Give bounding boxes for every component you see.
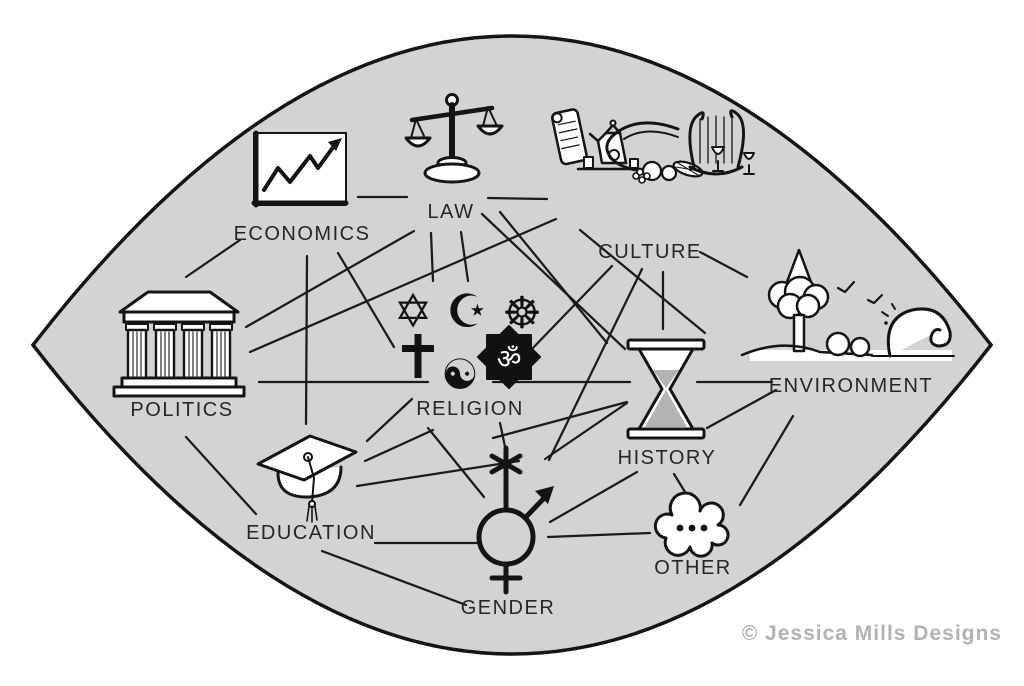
temple-columns bbox=[125, 323, 233, 380]
bird-icon bbox=[866, 293, 884, 305]
religious-symbols-icon: ✡ ☪ ☸ ☯ ॐ bbox=[394, 284, 542, 399]
connection-culture-gender bbox=[547, 267, 644, 462]
transgender-symbol-icon bbox=[476, 445, 554, 595]
connection-other-environment bbox=[738, 414, 795, 507]
om-star-icon: ॐ bbox=[477, 325, 541, 389]
bush bbox=[849, 336, 871, 358]
crescent-and-star-icon: ☪ bbox=[446, 284, 487, 338]
node-label-history: HISTORY bbox=[618, 447, 717, 469]
star-of-david-icon: ✡ bbox=[394, 284, 433, 338]
tree-wave-birds-icon bbox=[740, 248, 955, 361]
node-label-culture: CULTURE bbox=[598, 241, 701, 263]
node-label-other: OTHER bbox=[654, 557, 732, 579]
connection-politics-education bbox=[184, 435, 258, 516]
line-chart-icon bbox=[251, 130, 349, 208]
connection-law-history bbox=[498, 210, 609, 345]
connection-education-gender bbox=[355, 459, 521, 488]
connection-gender-environment bbox=[705, 388, 778, 430]
scroll bbox=[550, 108, 588, 166]
connection-politics-culture bbox=[248, 217, 558, 354]
copyright-watermark: © Jessica Mills Designs bbox=[742, 622, 1002, 645]
lyre bbox=[688, 109, 745, 176]
hourglass-icon bbox=[626, 338, 706, 440]
connection-culture-education bbox=[528, 264, 614, 353]
connection-culture-environment bbox=[698, 250, 749, 279]
connection-economics-politics bbox=[184, 238, 242, 279]
sand-top bbox=[653, 370, 679, 388]
connection-economics-education bbox=[304, 254, 309, 426]
connection-law-culture bbox=[486, 196, 549, 201]
connection-law-history bbox=[480, 212, 627, 351]
christian-cross-icon bbox=[402, 334, 434, 378]
node-label-economics: ECONOMICS bbox=[234, 223, 371, 245]
connection-education-history bbox=[363, 428, 435, 463]
bird-icon bbox=[836, 280, 856, 294]
bush bbox=[825, 331, 851, 357]
node-label-gender: GENDER bbox=[461, 597, 556, 619]
node-label-religion: RELIGION bbox=[416, 398, 524, 420]
connection-gender-history bbox=[543, 401, 629, 461]
node-label-politics: POLITICS bbox=[130, 399, 233, 421]
om-glyph: ॐ bbox=[497, 344, 522, 375]
hill-line bbox=[740, 344, 874, 357]
connection-culture-history bbox=[578, 228, 707, 335]
thought-cloud-icon bbox=[653, 491, 730, 558]
node-label-law: LAW bbox=[427, 201, 474, 223]
connection-law-politics bbox=[244, 229, 416, 329]
node-label-environment: ENVIRONMENT bbox=[769, 375, 933, 397]
wave bbox=[871, 303, 955, 358]
goblets bbox=[711, 146, 755, 175]
scales-of-justice-icon bbox=[404, 93, 504, 184]
connection-gender-environment bbox=[548, 470, 639, 524]
greek-temple-icon bbox=[112, 290, 246, 398]
connection-law-gender bbox=[459, 230, 470, 283]
arrowhead bbox=[535, 486, 554, 504]
graduation-cap-icon bbox=[256, 434, 358, 523]
sand-bottom bbox=[645, 390, 687, 427]
connection-education-gender bbox=[320, 549, 468, 607]
cornucopia bbox=[605, 121, 704, 184]
connection-gender-other bbox=[546, 531, 652, 539]
connection-education-religion bbox=[365, 397, 414, 443]
tree bbox=[767, 248, 830, 353]
connection-economics-gender bbox=[426, 426, 486, 499]
cornucopia-lyre-icon bbox=[550, 108, 755, 184]
yin-yang-icon: ☯ bbox=[441, 350, 479, 399]
shore-highlight bbox=[750, 350, 952, 361]
connection-education-history bbox=[491, 400, 629, 440]
arrowhead bbox=[328, 138, 342, 151]
node-label-education: EDUCATION bbox=[246, 522, 376, 544]
connection-history-other bbox=[672, 472, 687, 494]
